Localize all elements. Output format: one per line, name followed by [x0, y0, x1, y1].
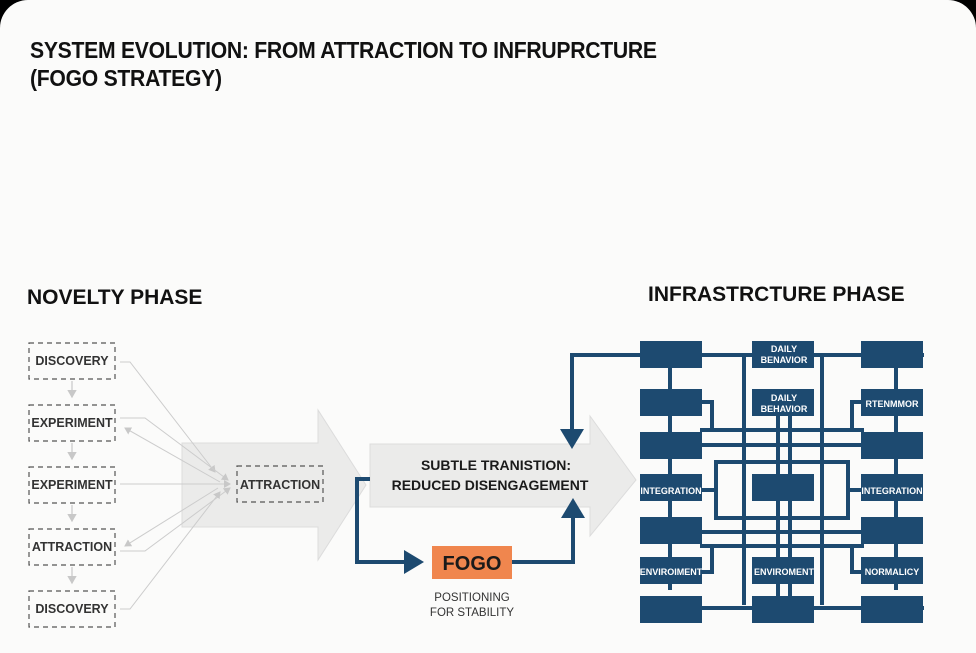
novelty-stage-label: DISCOVERY [35, 602, 109, 616]
grid-block [640, 474, 702, 501]
grid-label-second-right: RTENMMOR [866, 399, 919, 409]
attraction-target-label: ATTRACTION [240, 478, 320, 492]
transition-line-1: SUBTLE TRANISTION: [421, 457, 571, 473]
grid-block [861, 474, 923, 501]
grid-label-low-center: ENVIROMENT [754, 567, 815, 577]
grid-block [752, 341, 814, 368]
converge-line [124, 427, 221, 483]
grid-label-low-right: NORMALICY [865, 567, 920, 577]
grid-block [861, 341, 923, 368]
novelty-stage-box [28, 342, 116, 380]
grid-label-mid-right: INTEGRATION [861, 486, 922, 496]
novelty-phase-heading: NOVELTY PHASE [27, 286, 203, 309]
grid-block [640, 517, 702, 544]
connector-to-fogo [355, 477, 424, 574]
connector-fogo-up [512, 498, 585, 564]
title-line-1: SYSTEM EVOLUTION: FROM ATTRACTION TO INF… [30, 37, 657, 63]
converge-line [120, 491, 221, 610]
grid-block [752, 474, 814, 501]
flow-arrow-1 [181, 408, 367, 562]
grid-block [861, 517, 923, 544]
novelty-stage-box [28, 528, 116, 566]
novelty-stage-box [28, 590, 116, 628]
connector-infra-down [560, 353, 640, 449]
grid-block [861, 596, 923, 623]
fogo-caption-1: POSITIONING [434, 592, 509, 604]
novelty-stage-label: ATTRACTION [32, 540, 112, 554]
diagram-title: SYSTEM EVOLUTION: FROM ATTRACTION TO INF… [30, 36, 657, 92]
transition-line-2: REDUCED DISENGAGEMENT [392, 477, 589, 493]
fogo-box [432, 546, 512, 579]
title-line-2: (FOGO STRATEGY) [30, 65, 222, 91]
converge-line [124, 487, 219, 547]
grid-block [861, 389, 923, 416]
fogo-caption-2: FOR STABILITY [430, 607, 514, 619]
grid-block [640, 596, 702, 623]
grid-label-mid-left: INTEGRATION [640, 486, 701, 496]
attraction-target-box [236, 465, 324, 503]
grid-label-second-center-1: DAILY [771, 393, 797, 403]
grid-block [640, 432, 702, 459]
novelty-stage-box [28, 466, 116, 504]
novelty-stage-label: DISCOVERY [35, 354, 109, 368]
grid-block [861, 557, 923, 584]
novelty-stage-label: EXPERIMENT [31, 478, 113, 492]
grid-label-top-center-1: DAILY [771, 344, 797, 354]
converge-line [120, 417, 229, 481]
grid-block [861, 432, 923, 459]
grid-label-second-center-2: BEHAVIOR [761, 404, 808, 414]
converge-line [120, 487, 231, 552]
grid-block [752, 596, 814, 623]
grid-label-top-center-2: BENAVIOR [761, 355, 808, 365]
novelty-stage-label: EXPERIMENT [31, 416, 113, 430]
fogo-label: FOGO [443, 553, 502, 575]
grid-label-low-left: ENVIROIMENT [640, 567, 703, 577]
flow-arrow-2 [369, 414, 637, 538]
infrastructure-phase-heading: INFRASTRCTURE PHASE [648, 283, 905, 306]
grid-block [640, 389, 702, 416]
grid-block [640, 557, 702, 584]
grid-block [752, 389, 814, 416]
grid-block [640, 341, 702, 368]
novelty-stage-box [28, 404, 116, 442]
converge-line [120, 361, 216, 473]
grid-block [752, 557, 814, 584]
